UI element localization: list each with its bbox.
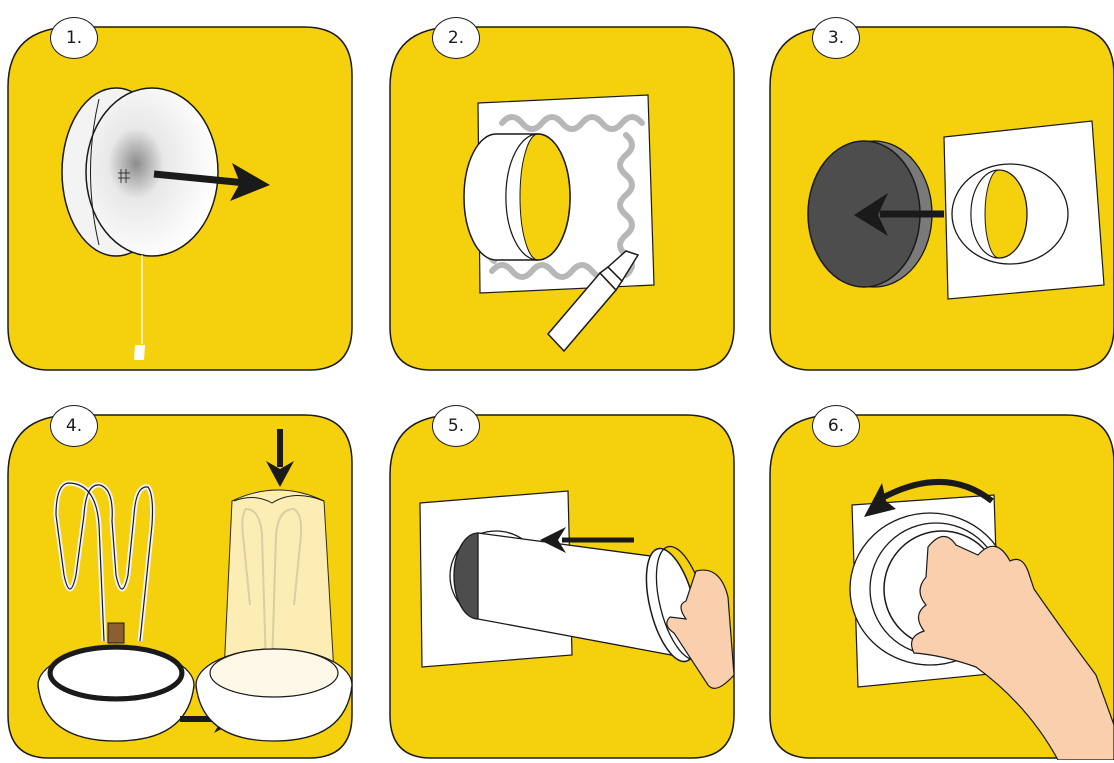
protective-cover — [224, 490, 334, 673]
unit-rotation-illustration — [766, 405, 1114, 760]
filter-removal-illustration — [4, 17, 354, 372]
vent-cover-front — [86, 88, 218, 256]
pull-cord-tag — [134, 345, 145, 360]
unit-insertion-illustration — [386, 405, 736, 760]
hand-icon — [912, 536, 1114, 760]
step-panel-4: 4. — [4, 405, 354, 760]
down-arrow-icon — [266, 429, 294, 487]
step-panel-1: 1. — [4, 17, 354, 372]
heating-element-icon — [56, 483, 153, 641]
step-panel-2: 2. — [386, 17, 736, 372]
sealant-application-illustration — [386, 17, 736, 372]
wall-disc-illustration — [766, 17, 1114, 372]
step-number-badge: 6. — [812, 405, 860, 447]
step-number-badge: 5. — [432, 405, 480, 447]
step-number-badge: 2. — [432, 17, 480, 59]
step-number-badge: 4. — [50, 405, 98, 447]
step-number-badge: 3. — [812, 17, 860, 59]
step-number-badge: 1. — [50, 17, 98, 59]
step-panel-3: 3. — [766, 17, 1114, 372]
step-panel-5: 5. — [386, 405, 736, 760]
thermostat-block — [108, 623, 124, 643]
element-assembly-illustration — [4, 405, 354, 760]
step-panel-6: 6. — [766, 405, 1114, 760]
